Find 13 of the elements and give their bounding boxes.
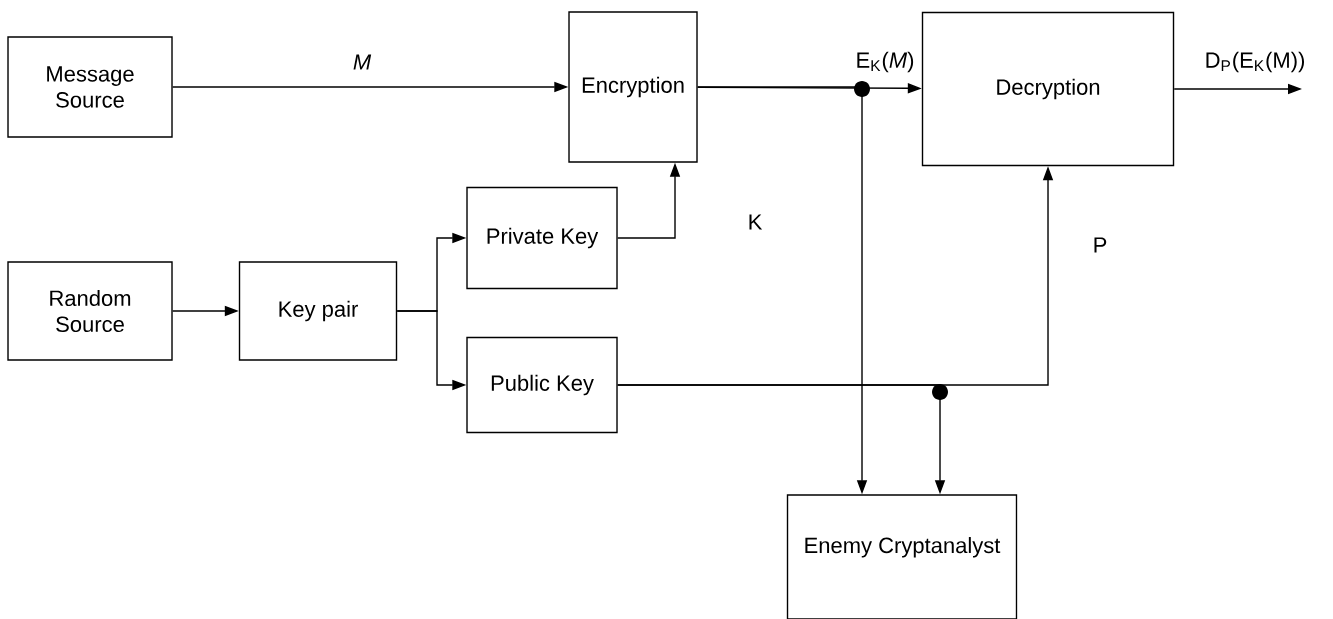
edge-label: P [1094,237,1107,253]
edge-label: M [353,54,372,70]
process-box: Encryption [568,11,698,163]
process-box: Message Source [7,36,173,138]
process-box: Private Key [466,186,618,290]
process-box: Enemy Cryptanalyst [786,494,1018,619]
process-box: Random Source [7,261,173,361]
process-box: Public Key [466,336,618,434]
process-box: Key pair [238,261,398,361]
process-box: Decryption [921,11,1175,167]
edge-label: D$_{P}$(E$_{K}$(M)) [1206,51,1304,73]
edge-label: K [749,214,763,230]
edge-label: E$_{K}$(M) [857,51,914,73]
